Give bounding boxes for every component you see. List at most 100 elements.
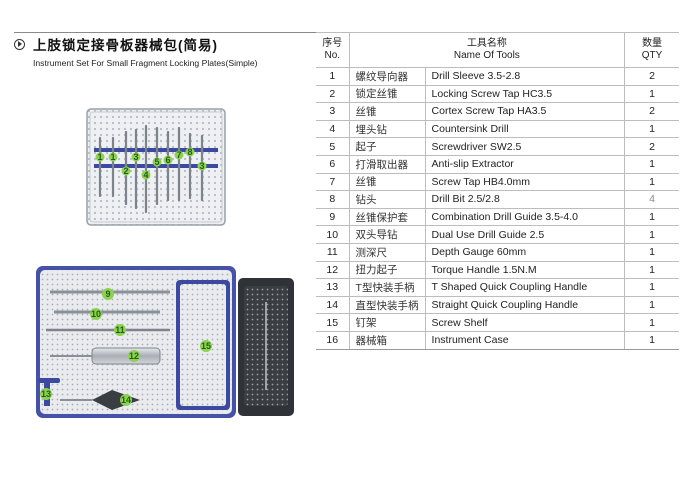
row-name-cn: 钻头 <box>348 190 426 209</box>
row-name-en: Drill Sleeve 3.5-2.8 <box>424 67 626 86</box>
row-no: 16 <box>316 330 350 350</box>
callout-label: 6 <box>165 155 170 165</box>
row-name-en: Cortex Screw Tap HA3.5 <box>424 102 626 121</box>
title-cn-text: 上肢锁定接骨板器械包(简易) <box>33 38 218 53</box>
row-qty: 2 <box>624 102 679 121</box>
row-no: 8 <box>316 190 350 209</box>
title-rule <box>14 32 316 33</box>
row-qty: 1 <box>624 172 679 192</box>
callout-label: 1 <box>97 152 102 162</box>
row-no: 13 <box>316 278 350 297</box>
row-name-cn: 螺纹导向器 <box>348 67 426 86</box>
row-qty: 1 <box>624 84 679 104</box>
row-qty: 2 <box>624 67 679 86</box>
row-name-cn: 测深尺 <box>348 242 426 262</box>
row-name-cn: 扭力起子 <box>348 260 426 280</box>
row-qty: 1 <box>624 260 679 280</box>
row-name-en: Dual Use Drill Guide 2.5 <box>424 225 626 244</box>
row-name-cn: T型快装手柄 <box>348 278 426 297</box>
row-name-cn: 丝锥 <box>348 102 426 121</box>
row-name-cn: 打滑取出器 <box>348 154 426 174</box>
row-no: 5 <box>316 137 350 156</box>
row-name-cn: 丝锥保护套 <box>348 207 426 227</box>
callout-label: 2 <box>123 166 128 176</box>
callout-label: 8 <box>187 147 192 157</box>
row-name-en: Instrument Case <box>424 330 626 350</box>
row-name-cn: 器械箱 <box>348 330 426 350</box>
callout-label: 3 <box>199 161 204 171</box>
callout-label: 12 <box>129 351 139 361</box>
row-name-en: Screw Tap HB4.0mm <box>424 172 626 192</box>
title-cn: 上肢锁定接骨板器械包(简易) <box>14 34 320 54</box>
row-name-en: Countersink Drill <box>424 119 626 139</box>
row-qty: 1 <box>624 313 679 332</box>
row-qty: 1 <box>624 242 679 262</box>
callout-label: 10 <box>91 309 101 319</box>
row-no: 7 <box>316 172 350 192</box>
row-name-cn: 锁定丝锥 <box>348 84 426 104</box>
row-name-cn: 双头导钻 <box>348 225 426 244</box>
callout-label: 1 <box>110 152 115 162</box>
row-no: 4 <box>316 119 350 139</box>
callout-label: 13 <box>41 389 51 399</box>
callout-label: 9 <box>105 289 110 299</box>
row-qty: 4 <box>624 190 679 209</box>
play-circle-icon <box>14 38 25 50</box>
callout-label: 5 <box>154 157 159 167</box>
callout-label: 11 <box>115 325 125 335</box>
callout-label: 4 <box>143 170 148 180</box>
row-qty: 1 <box>624 119 679 139</box>
row-name-en: T Shaped Quick Coupling Handle <box>424 278 626 297</box>
row-qty: 1 <box>624 330 679 350</box>
row-name-en: Combination Drill Guide 3.5-4.0 <box>424 207 626 227</box>
callout-label: 7 <box>176 150 181 160</box>
row-qty: 2 <box>624 137 679 156</box>
row-no: 2 <box>316 84 350 104</box>
case-callouts <box>40 288 212 406</box>
row-name-cn: 埋头钻 <box>348 119 426 139</box>
rack-instruments <box>98 124 204 214</box>
row-no: 9 <box>316 207 350 227</box>
title-en: Instrument Set For Small Fragment Lockin… <box>33 58 258 68</box>
row-qty: 1 <box>624 154 679 174</box>
row-name-en: Drill Bit 2.5/2.8 <box>424 190 626 209</box>
row-name-cn: 钉架 <box>348 313 426 332</box>
row-name-cn: 起子 <box>348 137 426 156</box>
row-qty: 1 <box>624 295 679 315</box>
row-no: 10 <box>316 225 350 244</box>
row-name-cn: 丝锥 <box>348 172 426 192</box>
row-name-en: Screw Shelf <box>424 313 626 332</box>
row-no: 6 <box>316 154 350 174</box>
instrument-rack-photo: 1 1 2 3 4 5 6 7 8 3 <box>86 108 226 226</box>
row-qty: 1 <box>624 278 679 297</box>
row-no: 3 <box>316 102 350 121</box>
row-name-en: Anti-slip Extractor <box>424 154 626 174</box>
callout-label: 15 <box>201 341 211 351</box>
row-qty: 1 <box>624 207 679 227</box>
instrument-case-photo: 9 10 11 12 15 13 14 <box>36 266 294 418</box>
row-no: 1 <box>316 67 350 86</box>
row-name-en: Locking Screw Tap HC3.5 <box>424 84 626 104</box>
row-no: 15 <box>316 313 350 332</box>
rack-callouts <box>95 147 207 180</box>
row-name-cn: 直型快装手柄 <box>348 295 426 315</box>
row-qty: 1 <box>624 225 679 244</box>
